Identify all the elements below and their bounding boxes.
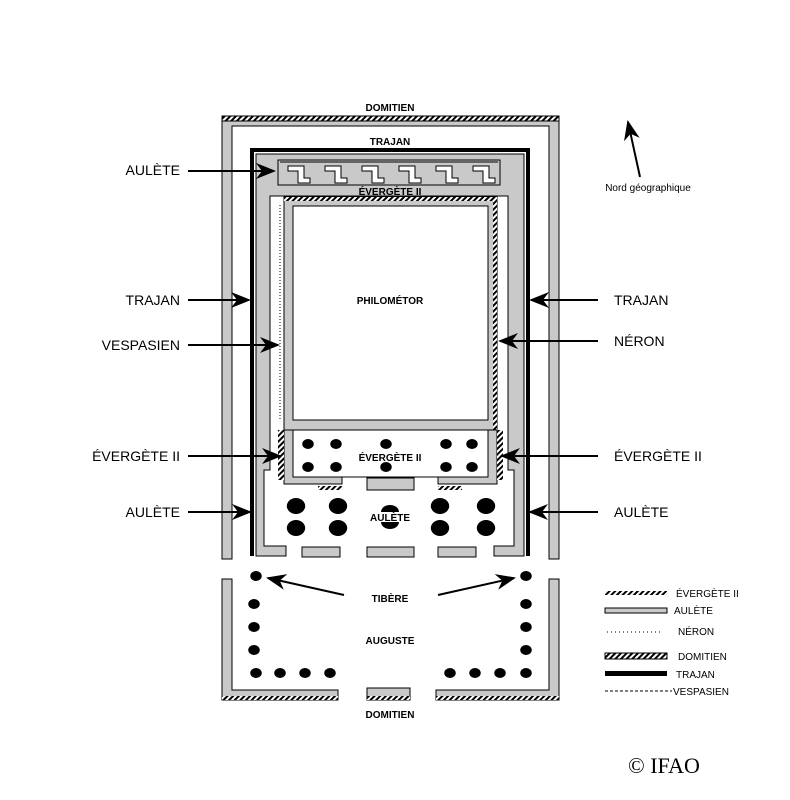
label-aulete-hall: AULÈTE — [370, 511, 410, 524]
left-label-evergete: ÉVERGÈTE II — [92, 448, 180, 464]
meander-unit — [361, 165, 385, 184]
column — [430, 498, 450, 514]
legend: ÉVERGÈTE II AULÈTE NÉRON DOMITIEN TRAJAN… — [604, 587, 739, 698]
column — [520, 645, 532, 655]
meander-unit — [287, 165, 311, 184]
column — [476, 498, 496, 514]
column — [440, 462, 452, 472]
meander-unit — [472, 165, 496, 184]
pointer-arrows — [188, 120, 641, 596]
meander-unit — [398, 165, 422, 184]
legend-aulete: AULÈTE — [674, 604, 713, 617]
meander-unit — [435, 165, 459, 184]
column — [328, 498, 348, 514]
column — [330, 462, 342, 472]
label-domitien-bottom: DOMITIEN — [366, 710, 415, 721]
column — [302, 462, 314, 472]
column — [494, 668, 506, 678]
label-trajan-top: TRAJAN — [370, 137, 411, 148]
column — [520, 571, 532, 581]
half-column — [381, 522, 399, 529]
columns — [248, 439, 532, 678]
domitien-enclosure — [221, 115, 560, 560]
label-tibere: TIBÈRE — [372, 592, 409, 605]
column — [466, 462, 478, 472]
left-label-aulete: AULÈTE — [126, 162, 180, 178]
column — [430, 520, 450, 536]
legend-neron: NÉRON — [678, 625, 714, 638]
legend-domitien: DOMITIEN — [678, 652, 727, 663]
column — [248, 645, 260, 655]
column — [248, 622, 260, 632]
legend-swatch-trajan — [605, 671, 667, 676]
legend-evergete: ÉVERGÈTE II — [676, 587, 739, 600]
left-label-trajan: TRAJAN — [126, 292, 180, 308]
column — [520, 622, 532, 632]
label-philometor: PHILOMÉTOR — [357, 294, 424, 307]
legend-swatch-evergete — [605, 591, 667, 595]
column — [324, 668, 336, 678]
copyright: © IFAO — [628, 753, 700, 778]
column — [328, 520, 348, 536]
right-label-trajan: TRAJAN — [614, 292, 668, 308]
column — [380, 462, 392, 472]
column — [302, 439, 314, 449]
column — [299, 668, 311, 678]
meander-unit — [324, 165, 348, 184]
right-label-neron: NÉRON — [614, 333, 665, 349]
column — [469, 668, 481, 678]
label-evergete-hall: ÉVERGÈTE II — [359, 451, 422, 464]
half-column — [381, 505, 399, 512]
right-label-aulete: AULÈTE — [614, 504, 668, 520]
column — [250, 668, 262, 678]
column — [286, 520, 306, 536]
column — [520, 599, 532, 609]
meander — [277, 159, 501, 186]
column — [274, 668, 286, 678]
column — [250, 571, 262, 581]
right-label-evergete: ÉVERGÈTE II — [614, 448, 702, 464]
label-domitien-top: DOMITIEN — [366, 103, 415, 114]
column — [248, 599, 260, 609]
trajan-wall — [250, 148, 530, 556]
column — [476, 520, 496, 536]
column — [440, 439, 452, 449]
auguste-court — [221, 578, 560, 701]
label-evergete-top: ÉVERGÈTE II — [359, 185, 422, 198]
column — [520, 668, 532, 678]
column — [286, 498, 306, 514]
left-label-vespasien: VESPASIEN — [102, 337, 180, 353]
north-label: Nord géographique — [605, 183, 691, 194]
legend-swatch-aulete — [604, 607, 668, 614]
legend-vespasien: VESPASIEN — [673, 687, 729, 698]
label-auguste: AUGUSTE — [366, 636, 415, 647]
legend-trajan: TRAJAN — [676, 670, 715, 681]
left-label-aulete-2: AULÈTE — [126, 504, 180, 520]
meander-units — [287, 165, 496, 184]
philometor-sanctuary — [292, 205, 489, 421]
aulete-wall — [255, 153, 525, 557]
column — [330, 439, 342, 449]
column — [380, 439, 392, 449]
legend-swatch-domitien — [604, 652, 668, 660]
column — [466, 439, 478, 449]
column — [444, 668, 456, 678]
